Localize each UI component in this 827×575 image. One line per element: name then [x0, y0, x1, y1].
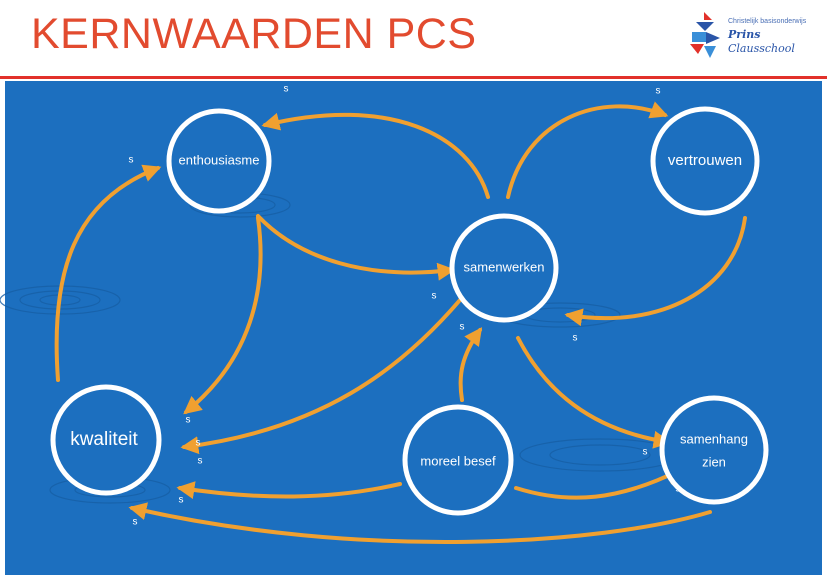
node-label-enthousiasme: enthousiasme [179, 152, 260, 167]
tangram-logo-icon [690, 12, 720, 58]
edge-moreel-samenhang [514, 468, 684, 500]
logo-name-line1: Prins [728, 28, 761, 41]
logo-tagline: Christelijk basisonderwijs [728, 18, 807, 25]
edge-samenhang-kwaliteit [128, 502, 712, 544]
node-enthousiasme: enthousiasme [166, 108, 272, 214]
edge-kwaliteit-enthousiasme [54, 164, 162, 382]
node-label-samenwerken: samenwerken [464, 259, 545, 274]
s-markers: s s s s s s s s s s s s s [129, 84, 681, 528]
edge-moreel-samenwerken [458, 327, 483, 402]
edge-samenwerken-samenhang [516, 336, 672, 449]
header: KERNWAARDEN PCS Christelijk basisonderwi… [0, 0, 827, 74]
logo-name-line2: Clausschool [728, 42, 795, 55]
s-marker: s [196, 438, 201, 449]
s-marker: s [432, 291, 437, 302]
page-title: KERNWAARDEN PCS [31, 10, 477, 58]
node-label-moreel-besef: moreel besef [420, 453, 496, 468]
node-label-samenhang-line2: zien [702, 454, 726, 469]
s-marker: s [656, 86, 661, 97]
s-marker: s [676, 484, 681, 495]
s-marker: s [179, 495, 184, 506]
s-marker: s [186, 415, 191, 426]
edges [54, 101, 747, 544]
edge-moreel-kwaliteit [176, 481, 402, 500]
edge-enthousiasme-kwaliteit [183, 216, 263, 415]
edge-samenwerken-enthousiasme [261, 112, 490, 199]
s-marker: s [643, 447, 648, 458]
node-label-vertrouwen: vertrouwen [668, 152, 742, 169]
node-label-samenhang-line1: samenhang [680, 431, 748, 446]
node-label-kwaliteit: kwaliteit [70, 429, 138, 450]
edge-samenwerken-vertrouwen [506, 101, 669, 199]
header-divider [0, 76, 827, 79]
s-marker: s [284, 84, 289, 95]
school-logo: Christelijk basisonderwijs Prins Claussc… [680, 6, 820, 70]
s-marker: s [133, 517, 138, 528]
node-vertrouwen: vertrouwen [650, 106, 760, 216]
s-marker: s [129, 155, 134, 166]
node-samenhang-zien: samenhang zien [659, 395, 769, 505]
edge-samenwerken-kwaliteit [180, 298, 462, 455]
s-marker: s [198, 456, 203, 467]
node-moreel-besef: moreel besef [402, 404, 514, 516]
node-kwaliteit: kwaliteit [50, 384, 162, 496]
s-marker: s [573, 333, 578, 344]
edge-enthousiasme-samenwerken [256, 214, 456, 281]
node-samenwerken: samenwerken [449, 213, 559, 323]
s-marker: s [460, 322, 465, 333]
edge-vertrouwen-samenwerken [564, 216, 747, 327]
